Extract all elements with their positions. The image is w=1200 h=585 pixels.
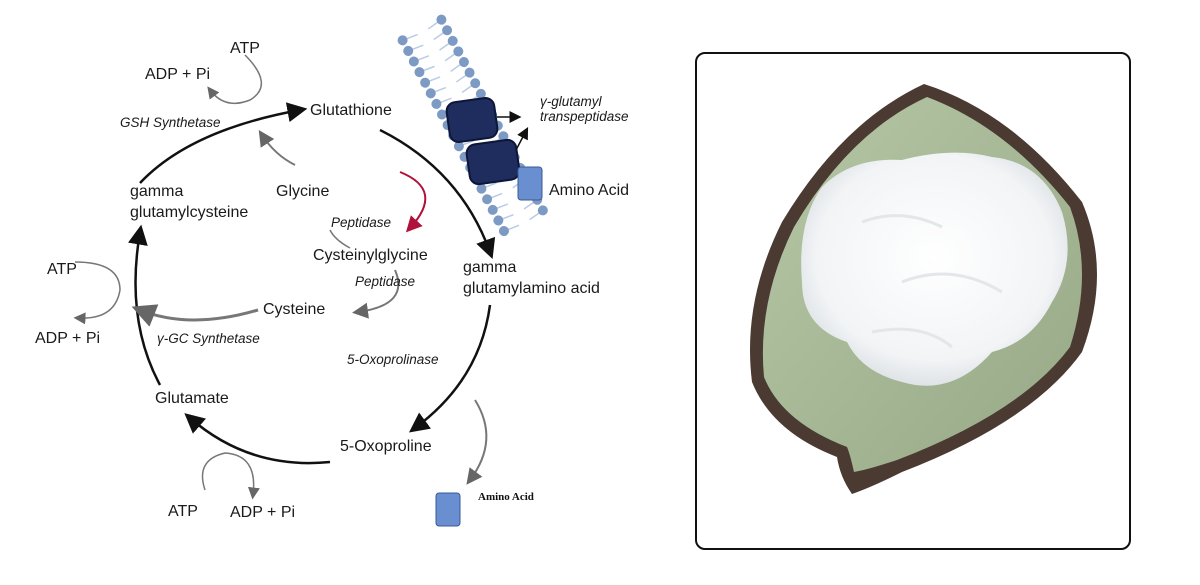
peptidase-arrow-red: [399, 171, 427, 233]
glycine-arrow: [258, 129, 296, 166]
bottom-adp-label: ADP + Pi: [230, 504, 295, 521]
peptidase-label-2: Peptidase: [355, 274, 415, 289]
amino-acid-box-bottom: [435, 492, 461, 527]
lipid-head: [487, 204, 498, 215]
glutathione-label: Glutathione: [310, 102, 392, 119]
arrow-to-glutamate: [184, 413, 331, 465]
gamma-glutamylcysteine-label-2: glutamylcysteine: [130, 204, 248, 221]
gc-synthetase-label: γ-GC Synthetase: [157, 331, 260, 346]
glycine-label: Glycine: [276, 183, 329, 200]
left-atp-loop: [73, 261, 121, 325]
bottom-atp-loop: [201, 452, 260, 500]
gamma-glutamylamino-label-2: glutamylamino acid: [463, 280, 600, 297]
lipid-head: [397, 35, 408, 46]
lipid-head: [537, 205, 548, 216]
gsh-synthetase-label: GSH Synthetase: [120, 115, 221, 130]
lipid-head: [493, 215, 504, 226]
amino-acid-membrane-label: Amino Acid: [549, 182, 629, 199]
left-adp-label: ADP + Pi: [35, 330, 100, 347]
glutathione-cycle-diagram: ATP ADP + Pi Glutathione GSH Synthetase …: [35, 14, 629, 527]
lipid-head: [431, 98, 442, 109]
peptidase-label-1: Peptidase: [331, 215, 391, 230]
gamma-glutamylcysteine-label-1: gamma: [130, 183, 183, 200]
lipid-head: [475, 88, 486, 99]
top-atp-loop: [207, 54, 262, 105]
gamma-glutamylamino-label-1: gamma: [463, 259, 516, 276]
lipid-head: [476, 183, 487, 194]
cysteinylglycine-arrow: [352, 269, 400, 319]
lipid-head: [420, 77, 431, 88]
arrow-to-gamma-glutamylamino-acid: [379, 128, 496, 260]
lipid-head: [414, 67, 425, 78]
powder-photo-frame: [695, 52, 1131, 550]
lipid-head: [453, 46, 464, 57]
cysteine-arrow: [131, 304, 259, 327]
bottom-atp-label: ATP: [168, 503, 198, 520]
powder-pile: [801, 152, 1068, 386]
cysteinylglycine-label: Cysteinylglycine: [313, 247, 428, 264]
lipid-head: [482, 194, 493, 205]
lipid-head: [437, 109, 448, 120]
top-adp-label: ADP + Pi: [145, 66, 210, 83]
arrow-to-oxoproline: [408, 304, 492, 433]
lipid-head: [453, 141, 464, 152]
left-atp-label: ATP: [47, 261, 77, 278]
amino-acid-bottom-label: Amino Acid: [478, 491, 534, 503]
cysteine-label: Cysteine: [263, 301, 325, 318]
amino-acid-release-arrow: [466, 399, 488, 485]
ggt-label-1: γ-glutamyl: [540, 94, 603, 109]
oxoprolinase-label: 5-Oxoprolinase: [347, 352, 439, 367]
lipid-head: [464, 67, 475, 78]
ggt-arrow-2: [515, 127, 529, 151]
arrow-to-gamma-glutamylcysteine: [128, 224, 162, 386]
oxoproline-label: 5-Oxoproline: [340, 438, 432, 455]
ggt-label-2: transpeptidase: [540, 109, 629, 124]
powder-texture: [861, 214, 1003, 349]
top-atp-label: ATP: [230, 40, 260, 57]
lipid-head: [458, 57, 469, 68]
amino-acid-box-membrane: [517, 166, 543, 201]
transporter-protein-top: [445, 97, 499, 143]
lipid-head: [498, 226, 509, 237]
glutamate-label: Glutamate: [155, 390, 229, 407]
lipid-head: [442, 25, 453, 36]
lipid-head: [470, 78, 481, 89]
peptidase-curve: [329, 229, 351, 249]
white-powder-dish-image: [750, 84, 1097, 494]
lipid-head: [425, 88, 436, 99]
lipid-head: [447, 35, 458, 46]
transporter-protein-bottom: [465, 138, 521, 186]
arrow-to-glutathione: [139, 102, 308, 184]
lipid-head: [408, 56, 419, 67]
lipid-head: [498, 131, 509, 142]
lipid-head: [436, 14, 447, 25]
lipid-head: [403, 45, 414, 56]
